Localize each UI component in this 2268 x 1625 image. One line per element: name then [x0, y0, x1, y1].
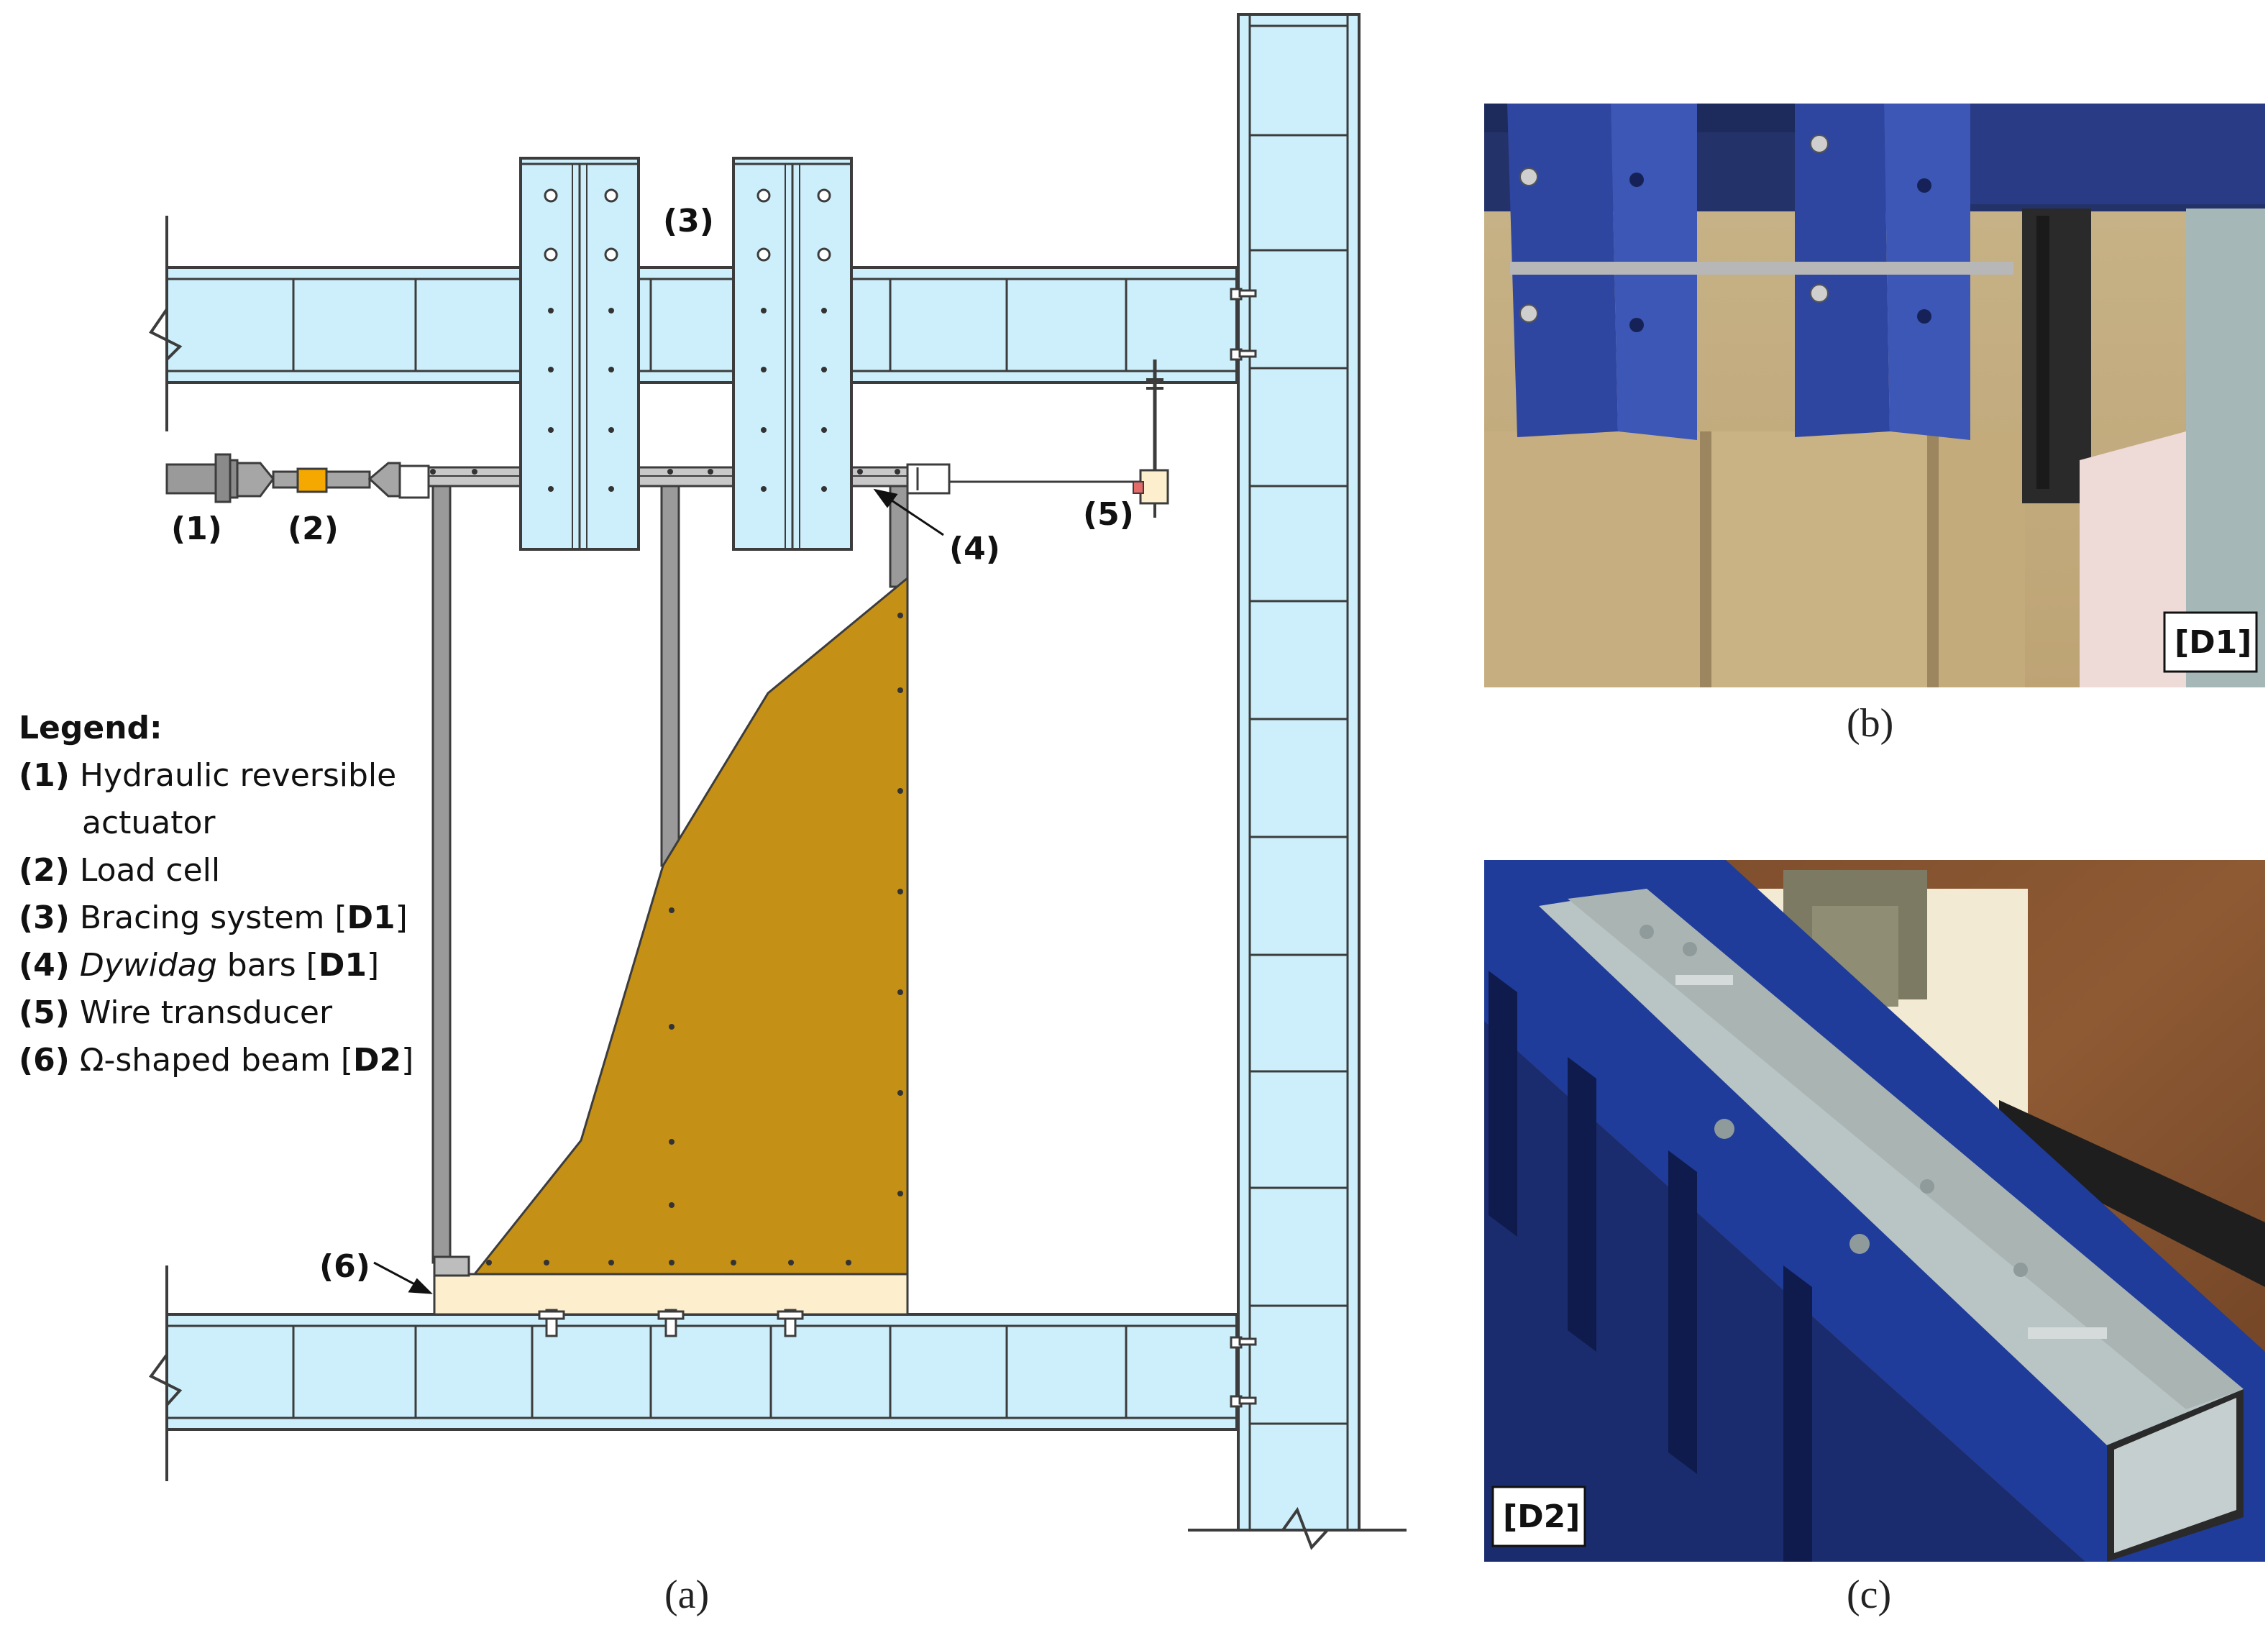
hold-down: [433, 1255, 470, 1277]
bottom-beam: [148, 1265, 1238, 1481]
caption-b: (b): [1847, 701, 1893, 746]
leader-arrows: [373, 488, 944, 1294]
legend-text: Bracing system [: [79, 900, 347, 936]
frame-studs: [431, 485, 909, 1264]
omega-beam: [433, 1273, 909, 1316]
callout-4: (4): [949, 531, 1000, 567]
legend-item-2: (2) Load cell: [19, 847, 436, 894]
top-beam: [149, 216, 1238, 431]
legend-text: Load cell: [79, 852, 221, 889]
sheathing-panel: [472, 575, 909, 1276]
legend-ref: D2: [353, 1042, 402, 1079]
caption-c: (c): [1847, 1573, 1891, 1617]
callout-2: (2): [288, 511, 339, 547]
bracing-plate-right: [732, 157, 853, 551]
legend-num: (5): [19, 994, 70, 1031]
load-cell: [296, 467, 328, 493]
legend-num: (3): [19, 900, 70, 936]
legend-item-4: (4) Dywidag bars [D1]: [19, 942, 436, 989]
legend: Legend: (1) Hydraulic reversible actuato…: [19, 705, 436, 1084]
actuator-clevis: [325, 462, 430, 499]
legend-text: actuator: [82, 805, 216, 841]
legend-text: bars [: [216, 947, 319, 984]
wire-transducer: [1133, 360, 1169, 518]
legend-num: (2): [19, 852, 70, 889]
legend-item-1: (1) Hydraulic reversible: [19, 752, 436, 800]
panel-c-photo: [D2] (c): [1484, 860, 2265, 1617]
legend-ref: D1: [318, 947, 367, 984]
panel-b-photo: [D1] (b): [1484, 104, 2265, 746]
caption-a: (a): [664, 1573, 709, 1617]
legend-num: (6): [19, 1042, 70, 1079]
legend-text: Wire transducer: [79, 994, 333, 1031]
legend-item-1-cont: actuator: [19, 800, 436, 847]
reaction-column: [1188, 13, 1407, 1550]
legend-num: (4): [19, 947, 70, 984]
legend-bracket: ]: [366, 947, 380, 984]
legend-text: Ω-shaped beam [: [79, 1042, 354, 1079]
omega-beam-bolts: [538, 1309, 804, 1337]
legend-item-3: (3) Bracing system [D1]: [19, 894, 436, 942]
callout-3: (3): [663, 203, 714, 239]
bracing-plate-left: [519, 157, 640, 551]
legend-italic: Dywidag: [79, 947, 217, 984]
legend-num: (1): [19, 757, 70, 794]
legend-ref: D1: [347, 900, 395, 936]
tag-d1: [D1]: [2175, 624, 2251, 661]
legend-bracket: ]: [401, 1042, 414, 1079]
panel-nails: [486, 613, 903, 1265]
callout-1: (1): [171, 511, 222, 547]
legend-title: Legend:: [19, 710, 163, 746]
legend-item-6: (6) Ω-shaped beam [D2]: [19, 1037, 436, 1084]
panel-a-drawing: (1) (2) (3) (4) (5) (6) (a): [148, 13, 1407, 1617]
callout-5: (5): [1083, 496, 1134, 533]
legend-item-5: (5) Wire transducer: [19, 989, 436, 1037]
callout-6: (6): [319, 1248, 370, 1285]
legend-text: Hydraulic reversible: [79, 757, 397, 794]
tag-d2: [D2]: [1503, 1498, 1580, 1535]
legend-bracket: ]: [395, 900, 408, 936]
actuator: [165, 453, 299, 503]
